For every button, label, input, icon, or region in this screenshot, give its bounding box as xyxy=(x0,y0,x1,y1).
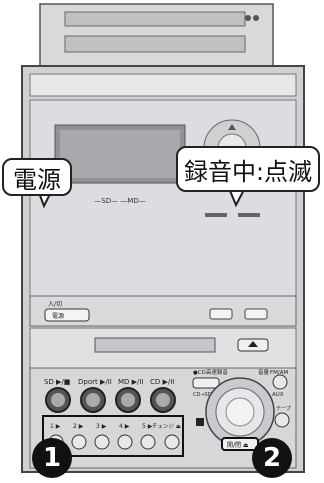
open-close-label: 開/閉 ⏏ xyxy=(227,442,249,449)
preset-group-frame xyxy=(42,415,184,457)
md-label: MD ▶/II xyxy=(118,378,144,386)
power-callout: 電源 xyxy=(2,158,72,196)
exchange-button[interactable] xyxy=(164,434,180,450)
callout-badge-1: 1 xyxy=(32,438,72,478)
fm-am-label: FM/AM xyxy=(270,370,289,376)
preset-1-label: 1 ▶ xyxy=(50,423,61,430)
fm-am-button[interactable] xyxy=(272,374,288,390)
volume-label: 音量 xyxy=(258,368,270,376)
preset-2-button[interactable] xyxy=(71,434,87,450)
recording-callout: 録音中:点滅 xyxy=(176,146,320,192)
tape-label: テープ xyxy=(276,406,291,412)
dport-label: Dport ▶/II xyxy=(78,378,112,386)
exchange-label: チェンジ ⏏ xyxy=(152,423,181,430)
preset-5-label: 5 ▶ xyxy=(142,423,153,430)
tape-button[interactable] xyxy=(274,412,290,428)
preset-3-button[interactable] xyxy=(94,434,110,450)
display-marks: —SD— —MD— xyxy=(94,197,146,205)
stop-button[interactable] xyxy=(196,418,204,426)
power-small-label: 入/切 xyxy=(48,301,62,308)
callout-badge-2: 2 xyxy=(252,438,292,478)
cd-rec-button[interactable] xyxy=(192,377,220,389)
sd-label: SD ▶/■ xyxy=(44,378,70,386)
cd-rec-label: ●CD高速録音 xyxy=(193,368,228,376)
power-button-label: 電源 xyxy=(52,312,64,320)
preset-4-button[interactable] xyxy=(117,434,133,450)
cassette-slot xyxy=(94,337,216,353)
power-button[interactable] xyxy=(44,308,90,322)
second-slot xyxy=(64,35,246,53)
preset-3-label: 3 ▶ xyxy=(96,423,107,430)
top-slot xyxy=(64,11,246,27)
aux-label: AUX xyxy=(272,392,284,398)
preset-2-label: 2 ▶ xyxy=(73,423,84,430)
cd-label: CD ▶/II xyxy=(150,378,174,386)
preset-5-button[interactable] xyxy=(140,434,156,450)
cd-sd-md-label: CD→SD・MD xyxy=(193,392,225,398)
preset-4-label: 4 ▶ xyxy=(119,423,130,430)
